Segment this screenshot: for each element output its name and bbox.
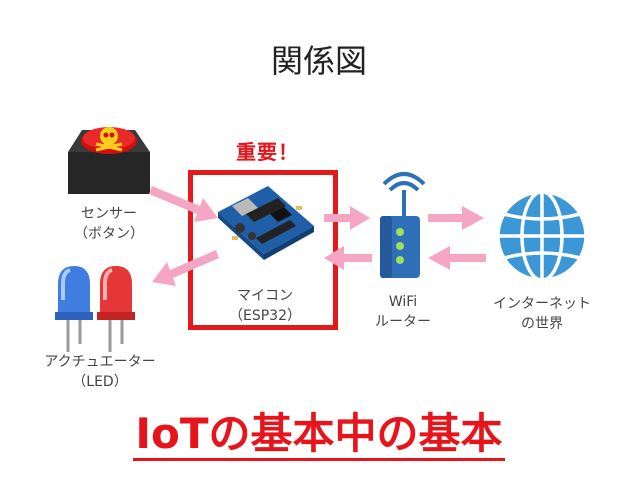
router-label: WiFi ルーター <box>360 292 446 332</box>
diagram-title: 関係図 <box>270 42 367 80</box>
skull-button-icon <box>68 127 150 194</box>
led-icon <box>55 266 135 352</box>
arrow-microcontroller-to-actuator <box>152 250 219 286</box>
sensor-label-line1: センサー <box>81 206 137 222</box>
actuator-label-line1: アクチュエーター <box>44 354 156 370</box>
microcontroller-highlight-box <box>188 170 338 330</box>
router-label-line2: ルーター <box>375 314 431 330</box>
globe-icon <box>496 190 588 282</box>
actuator-label: アクチュエーター （LED） <box>30 352 170 392</box>
actuator-label-line2: （LED） <box>72 374 128 390</box>
footer-headline-text: IoTの基本中の基本 <box>133 409 505 461</box>
router-label-line1: WiFi <box>388 294 418 310</box>
arrow-internet-to-router <box>428 246 486 270</box>
internet-label-line2: の世界 <box>521 316 563 332</box>
microcontroller-board-icon <box>218 186 314 260</box>
sensor-label-line2: （ボタン） <box>74 226 144 242</box>
footer-headline: IoTの基本中の基本 <box>0 400 638 461</box>
internet-label-line1: インターネット <box>493 296 591 312</box>
arrow-router-to-microcontroller <box>324 246 372 270</box>
microcontroller-label-line2: （ESP32） <box>229 308 301 324</box>
wifi-router-icon <box>380 172 426 278</box>
arrow-microcontroller-to-router <box>324 206 370 230</box>
internet-label: インターネット の世界 <box>482 294 602 334</box>
sensor-label: センサー （ボタン） <box>56 204 162 244</box>
arrow-router-to-internet <box>428 206 484 230</box>
arrow-sensor-to-microcontroller <box>149 186 218 222</box>
important-label: 重要！ <box>236 140 299 164</box>
microcontroller-label: マイコン （ESP32） <box>206 286 324 326</box>
microcontroller-label-line1: マイコン <box>237 288 293 304</box>
